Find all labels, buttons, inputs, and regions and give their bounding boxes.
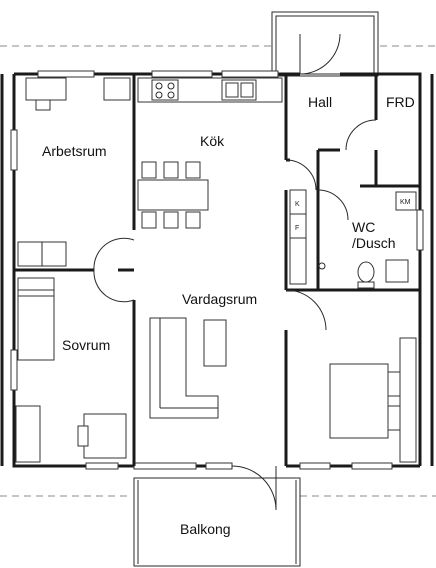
label-kok: Kök [200,133,225,149]
label-wc: WC [352,219,375,235]
label-f: F [295,225,299,232]
windows-side [10,129,424,391]
bed-bedroom-2 [329,337,417,463]
fixture-labels: KM K F [295,199,411,232]
entrance-porch [271,11,379,77]
desk-arbetsrum [17,77,131,267]
dining-table [137,161,209,229]
label-sovrum: Sovrum [62,337,110,353]
bed-sovrum [15,277,127,463]
label-frd: FRD [386,94,415,110]
boundary-dashed-lines [0,45,436,497]
label-km: KM [400,199,411,206]
interior-walls [14,74,420,466]
label-hall: Hall [308,94,332,110]
fridge-freezer [289,189,307,285]
wc-fixtures [318,191,417,289]
label-vardagsrum: Vardagsrum [182,291,257,307]
sofa-vardagsrum [149,317,227,419]
windows-bottom [85,462,393,470]
doors [93,33,377,511]
label-arbetsrum: Arbetsrum [42,143,107,159]
windows-top [37,70,279,78]
label-k: K [295,201,300,208]
label-balkong: Balkong [180,521,231,537]
room-labels: Hall FRD Kök Arbetsrum WC /Dusch Vardags… [42,94,415,537]
kitchen-fixtures [137,77,283,103]
balcony [133,477,301,567]
label-dusch: /Dusch [352,235,396,251]
